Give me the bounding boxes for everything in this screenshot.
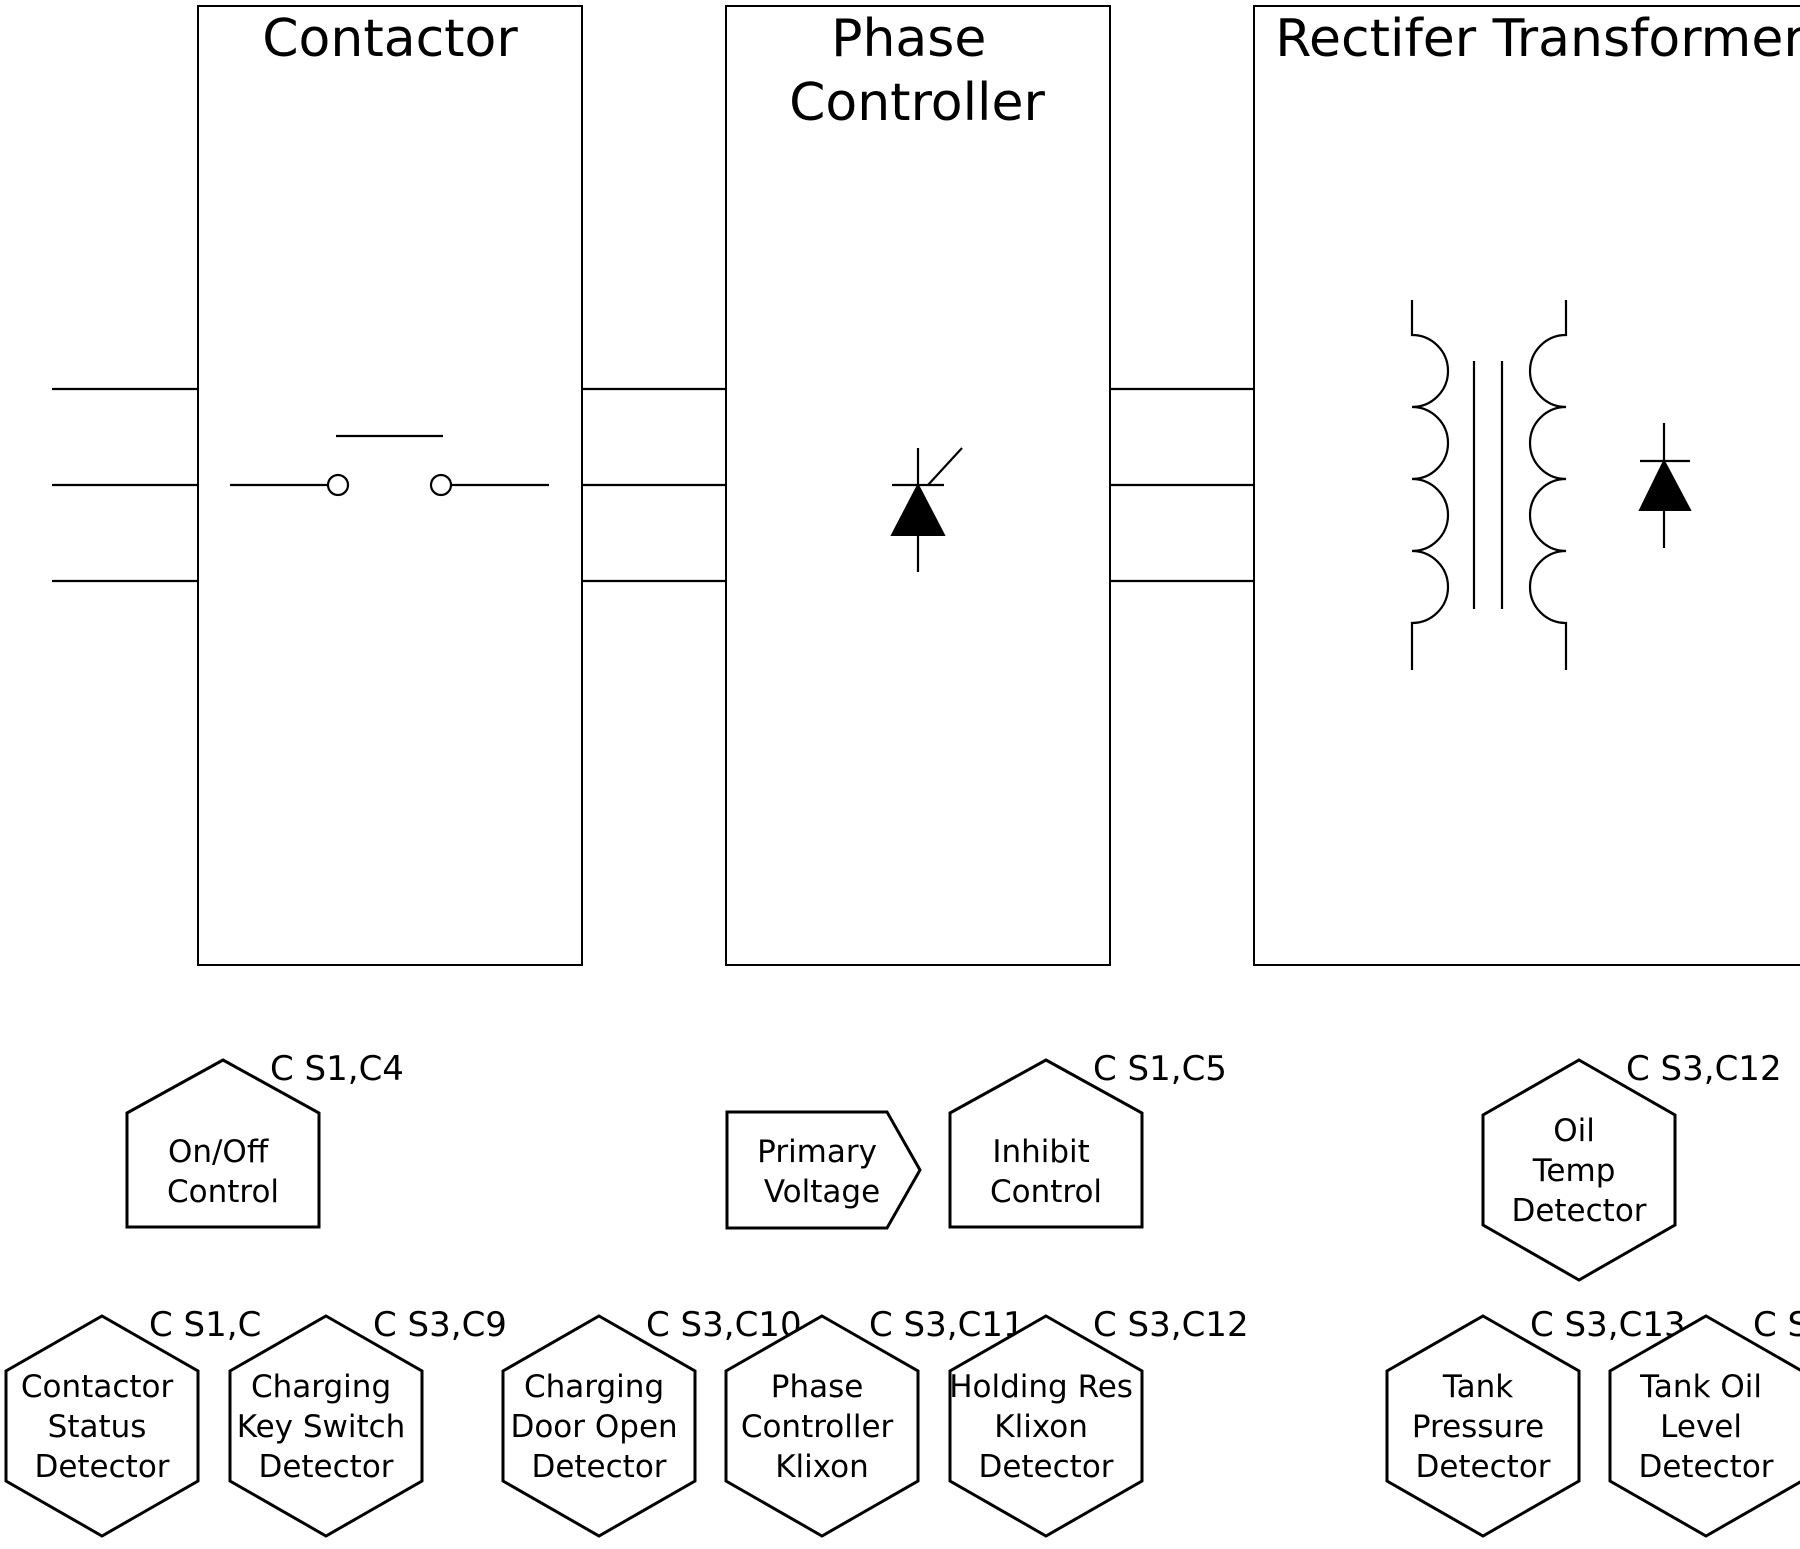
- primary-voltage-label-line-2: Voltage: [764, 1174, 880, 1210]
- phase-controller-title-line-1: Phase: [831, 9, 986, 69]
- charging-door-open-detector-tag: C S3,C10: [646, 1305, 802, 1345]
- oil-temp-detector-label-line-3: Detector: [1511, 1193, 1646, 1229]
- contactor-status-detector-label-line-2: Status: [48, 1409, 147, 1445]
- transformer-icon: [1410, 300, 1568, 670]
- holding-res-klixon-detector-label: Holding Res Klixon Detector: [949, 1369, 1143, 1485]
- oil-temp-detector-tag: C S3,C12: [1626, 1049, 1782, 1089]
- on-off-control-signal: C S1,C4 On/Off Control: [125, 1049, 404, 1229]
- charging-door-open-detector-label-line-2: Door Open: [510, 1409, 677, 1445]
- primary-voltage-label: Primary Voltage: [757, 1134, 887, 1210]
- inhibit-control-tag: C S1,C5: [1093, 1049, 1227, 1089]
- tank-pressure-detector-label-line-2: Pressure: [1412, 1409, 1544, 1445]
- rectifier-transformer-block: [1253, 5, 1800, 966]
- tank-oil-level-detector-label-line-1: Tank Oil: [1639, 1369, 1762, 1405]
- phase-controller-title-line-2: Controller: [789, 73, 1045, 133]
- tank-oil-level-detector-label-line-3: Detector: [1638, 1449, 1773, 1485]
- tank-pressure-detector-label: Tank Pressure Detector: [1412, 1369, 1554, 1485]
- contact-switch-icon: [230, 434, 549, 497]
- oil-temp-detector-label-line-2: Temp: [1532, 1153, 1616, 1189]
- rectifier-transformer-title: Rectifer Transformer: [1275, 9, 1800, 69]
- holding-res-klixon-detector-tag: C S3,C12: [1093, 1305, 1249, 1345]
- input-phase-lines: [52, 387, 198, 583]
- inhibit-control-label-line-1: Inhibit: [992, 1134, 1090, 1170]
- charging-door-open-detector-label-line-1: Charging: [524, 1369, 664, 1405]
- charging-door-open-detector-label: Charging Door Open Detector: [510, 1369, 687, 1485]
- diode-icon: [1638, 423, 1692, 548]
- holding-res-klixon-detector-label-line-2: Klixon: [994, 1409, 1088, 1445]
- tank-pressure-detector-label-line-1: Tank: [1442, 1369, 1513, 1405]
- tank-oil-level-detector-signal: C S Tank Oil Level Detector: [1608, 1305, 1800, 1538]
- charging-door-open-detector-label-line-3: Detector: [531, 1449, 666, 1485]
- thyristor-icon: [890, 447, 963, 572]
- contactor-title: Contactor: [262, 9, 518, 69]
- contactor-status-detector-tag: C S1,C: [149, 1305, 261, 1345]
- inhibit-control-label: Inhibit Control: [990, 1134, 1102, 1210]
- oil-temp-detector-signal: C S3,C12 Oil Temp Detector: [1481, 1049, 1782, 1282]
- phase-controller-klixon-label-line-3: Klixon: [775, 1449, 869, 1485]
- phase-controller-klixon-label-line-1: Phase: [771, 1369, 864, 1405]
- contactor-status-detector-label: Contactor Status Detector: [21, 1369, 183, 1485]
- tank-oil-level-detector-label-line-2: Level: [1660, 1409, 1742, 1445]
- charging-door-open-detector-signal: C S3,C10 Charging Door Open Detector: [501, 1305, 802, 1538]
- phase-controller-klixon-label-line-2: Controller: [741, 1409, 894, 1445]
- tank-pressure-detector-label-line-3: Detector: [1415, 1449, 1550, 1485]
- contactor-status-detector-label-line-3: Detector: [34, 1449, 169, 1485]
- tank-pressure-detector-tag: C S3,C13: [1530, 1305, 1686, 1345]
- inhibit-control-label-line-2: Control: [990, 1174, 1102, 1210]
- on-off-control-label: On/Off Control: [167, 1134, 279, 1210]
- holding-res-klixon-detector-signal: C S3,C12 Holding Res Klixon Detector: [948, 1305, 1249, 1538]
- rectifier-transformer-title-line: Rectifer Transformer: [1275, 9, 1800, 69]
- on-off-control-tag: C S1,C4: [270, 1049, 404, 1089]
- contactor-status-detector-label-line-1: Contactor: [21, 1369, 174, 1405]
- holding-res-klixon-detector-label-line-3: Detector: [978, 1449, 1113, 1485]
- charging-key-switch-detector-label: Charging Key Switch Detector: [237, 1369, 415, 1485]
- tank-oil-level-detector-tag: C S: [1753, 1305, 1800, 1345]
- on-off-control-label-line-1: On/Off: [168, 1134, 269, 1170]
- holding-res-klixon-detector-label-line-1: Holding Res: [949, 1369, 1133, 1405]
- on-off-control-label-line-2: Control: [167, 1174, 279, 1210]
- oil-temp-detector-label: Oil Temp Detector: [1511, 1113, 1646, 1229]
- contactor-title-line: Contactor: [262, 9, 518, 69]
- phase-controller-klixon-tag: C S3,C11: [869, 1305, 1025, 1345]
- phase-controller-klixon-signal: C S3,C11 Phase Controller Klixon: [724, 1305, 1025, 1538]
- charging-key-switch-detector-tag: C S3,C9: [373, 1305, 507, 1345]
- tank-oil-level-detector-label: Tank Oil Level Detector: [1638, 1369, 1773, 1485]
- charging-key-switch-detector-signal: C S3,C9 Charging Key Switch Detector: [228, 1305, 507, 1538]
- charging-key-switch-detector-label-line-1: Charging: [251, 1369, 391, 1405]
- oil-temp-detector-label-line-1: Oil: [1553, 1113, 1595, 1149]
- primary-voltage-label-line-1: Primary: [757, 1134, 877, 1170]
- phase-controller-title: Phase Controller: [789, 9, 1045, 133]
- primary-voltage-signal: Primary Voltage: [725, 1110, 922, 1230]
- phase-to-transformer-lines: [1110, 387, 1254, 583]
- phase-controller-klixon-label: Phase Controller Klixon: [741, 1369, 903, 1485]
- contactor-status-detector-signal: C S1,C Contactor Status Detector: [4, 1305, 261, 1538]
- contactor-to-phase-lines: [582, 387, 726, 583]
- tank-pressure-detector-signal: C S3,C13 Tank Pressure Detector: [1385, 1305, 1686, 1538]
- inhibit-control-signal: C S1,C5 Inhibit Control: [948, 1049, 1227, 1229]
- charging-key-switch-detector-label-line-3: Detector: [258, 1449, 393, 1485]
- charging-key-switch-detector-label-line-2: Key Switch: [237, 1409, 406, 1445]
